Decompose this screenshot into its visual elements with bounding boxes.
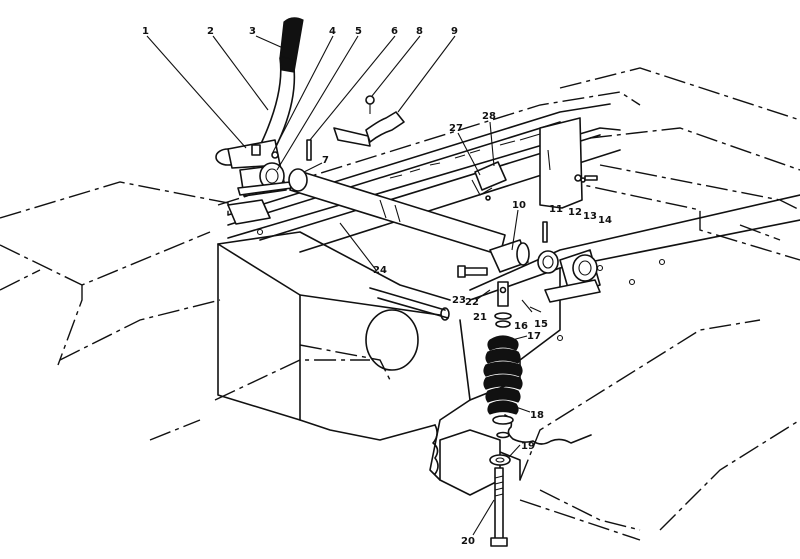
callout-28: 28 — [482, 111, 496, 122]
callout-10: 10 — [512, 200, 526, 211]
callout-1: 1 — [142, 26, 149, 37]
callout-3: 3 — [249, 26, 256, 37]
callout-22: 22 — [465, 297, 479, 308]
spring — [483, 335, 523, 415]
callout-5: 5 — [355, 26, 362, 37]
callout-24: 24 — [373, 265, 387, 276]
callout-13: 13 — [583, 211, 597, 222]
callout-23: 23 — [452, 295, 466, 306]
callout-16: 16 — [514, 321, 528, 332]
callout-9: 9 — [451, 26, 458, 37]
callout-12: 12 — [568, 207, 582, 218]
leader-lines — [146, 35, 542, 536]
callout-6: 6 — [391, 26, 398, 37]
callout-4: 4 — [329, 26, 336, 37]
callout-20: 20 — [461, 536, 475, 547]
callout-11: 11 — [549, 204, 563, 215]
callout-18: 18 — [530, 410, 544, 421]
callout-2: 2 — [207, 26, 214, 37]
callout-7: 7 — [322, 155, 329, 166]
callout-21: 21 — [473, 312, 487, 323]
parts — [215, 17, 601, 547]
callout-17: 17 — [527, 331, 541, 342]
callout-14: 14 — [598, 215, 612, 226]
callout-8: 8 — [416, 26, 423, 37]
callout-15: 15 — [534, 319, 548, 330]
callout-19: 19 — [521, 441, 535, 452]
callout-27: 27 — [449, 123, 463, 134]
callout-labels: 1 2 3 4 5 6 8 9 7 27 28 10 11 12 13 14 2… — [142, 26, 612, 547]
